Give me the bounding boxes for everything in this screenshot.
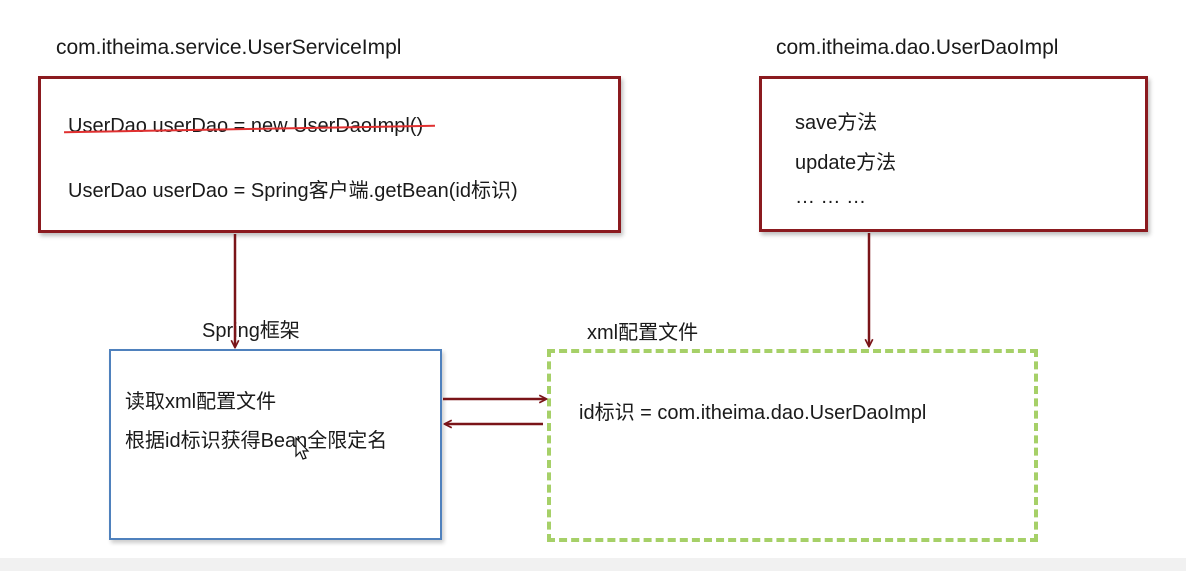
service-class-box: UserDao userDao = new UserDaoImpl() User… (38, 76, 621, 233)
dao-class-title: com.itheima.dao.UserDaoImpl (776, 36, 1059, 59)
dao-method-ellipsis: … … … (795, 186, 867, 208)
service-struck-line: UserDao userDao = new UserDaoImpl() (68, 115, 423, 138)
dao-method-update: update方法 (795, 152, 897, 174)
xml-id-mapping-line: id标识 = com.itheima.dao.UserDaoImpl (579, 402, 927, 424)
bottom-strip (0, 558, 1186, 571)
spring-framework-title: Spring框架 (202, 320, 300, 342)
mouse-cursor-icon (295, 436, 310, 460)
spring-get-bean-line: 根据id标识获得Bean全限定名 (125, 430, 388, 452)
xml-config-box: id标识 = com.itheima.dao.UserDaoImpl (547, 349, 1038, 542)
struck-text: UserDao userDao = new UserDaoImpl() (68, 115, 424, 137)
spring-read-xml-line: 读取xml配置文件 (125, 391, 277, 413)
dao-class-box: save方法 update方法 … … … (759, 76, 1148, 232)
spring-framework-box: 读取xml配置文件 根据id标识获得Bean全限定名 (109, 349, 442, 540)
dao-method-save: save方法 (795, 112, 878, 134)
xml-config-title: xml配置文件 (587, 322, 699, 344)
service-getbean-line: UserDao userDao = Spring客户端.getBean(id标识… (68, 180, 518, 202)
service-class-title: com.itheima.service.UserServiceImpl (56, 36, 402, 59)
